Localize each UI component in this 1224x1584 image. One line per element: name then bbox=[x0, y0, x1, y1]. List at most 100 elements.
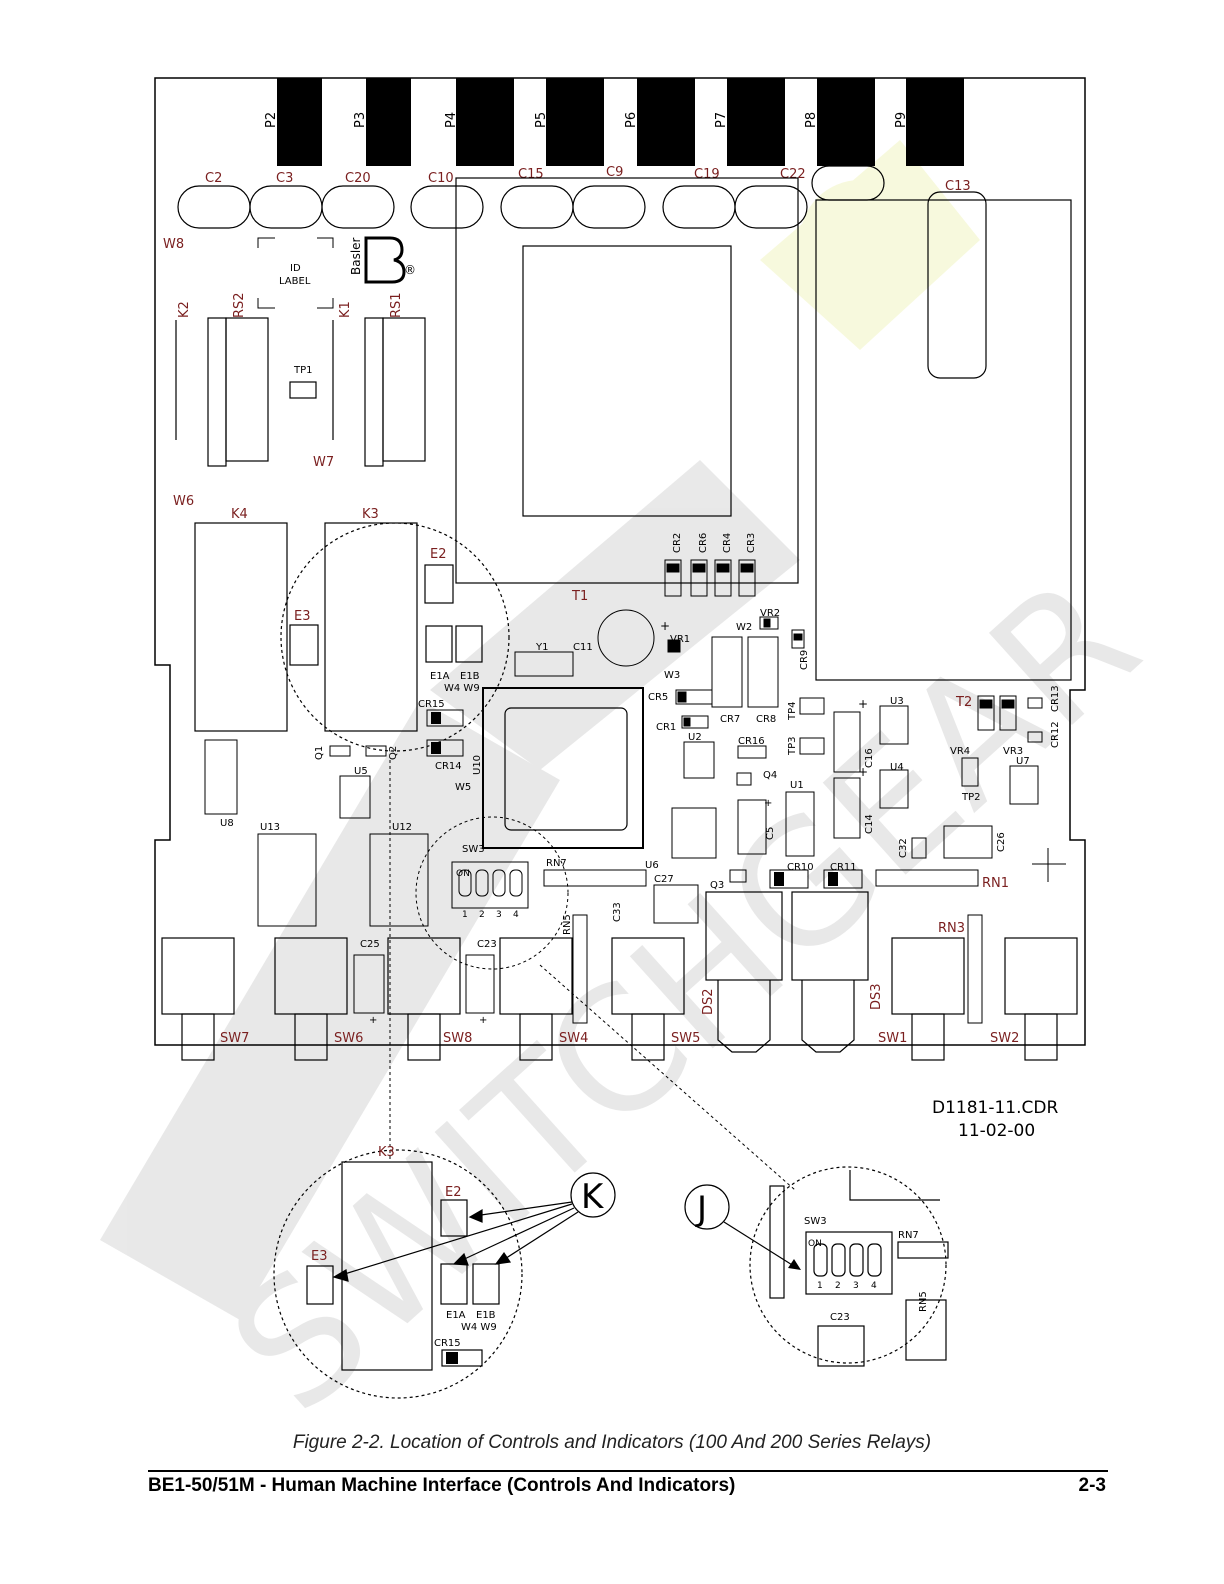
zoom-diode-cr15 bbox=[441, 1349, 483, 1367]
connector-label-p6: P6 bbox=[624, 112, 639, 128]
connector-label-p7: P7 bbox=[714, 112, 729, 128]
zoom-label-e2: E2 bbox=[445, 1185, 462, 1200]
drawing-id: D1181-11.CDR bbox=[932, 1098, 1058, 1118]
diode-cr11 bbox=[823, 869, 863, 889]
resistor-network-rn7 bbox=[543, 869, 647, 887]
zoom-resistor-rn5 bbox=[905, 1299, 947, 1361]
zoom-diode-cr15-band bbox=[446, 1352, 458, 1364]
label-u8: U8 bbox=[220, 818, 234, 829]
ic-u12 bbox=[369, 833, 429, 927]
basler-logo-text: Basler bbox=[349, 237, 363, 275]
test-point-tp3 bbox=[799, 737, 825, 755]
label-c5: C5 bbox=[765, 827, 776, 840]
crystal-y1 bbox=[514, 651, 574, 677]
label-u12: U12 bbox=[392, 822, 412, 833]
label-c11-plus: + bbox=[660, 619, 670, 633]
transistor-q2 bbox=[365, 745, 387, 757]
label-w8: W8 bbox=[163, 237, 184, 252]
label-c23: C23 bbox=[477, 939, 497, 950]
label-u4: U4 bbox=[890, 762, 904, 773]
label-cr1: CR1 bbox=[656, 722, 676, 733]
label-w5: W5 bbox=[455, 782, 471, 793]
zoom-dip-switch-sw3 bbox=[805, 1231, 893, 1295]
label-e1b: E1B bbox=[460, 671, 480, 682]
transistor-q4 bbox=[736, 772, 752, 786]
zoom-label-e1a: E1A bbox=[446, 1310, 466, 1321]
jumper-e1b bbox=[455, 625, 483, 663]
label-k3: K3 bbox=[362, 507, 379, 522]
led-ds2-lens bbox=[717, 980, 771, 1053]
cap-label-c9: C9 bbox=[606, 165, 623, 180]
label-u2: U2 bbox=[688, 732, 702, 743]
diodes-left bbox=[426, 709, 464, 757]
label-vr4: VR4 bbox=[950, 746, 970, 757]
pcb-outline bbox=[154, 77, 1086, 1046]
footer-page-number: 2-3 bbox=[1078, 1475, 1106, 1496]
zoom-jumper-e3 bbox=[306, 1265, 334, 1305]
pushbutton-row bbox=[161, 937, 1078, 1061]
transistor-q1 bbox=[329, 745, 351, 757]
connector-label-p2: P2 bbox=[264, 112, 279, 128]
label-u3: U3 bbox=[890, 696, 904, 707]
callout-k-arrows bbox=[332, 1172, 616, 1282]
capacitor-c14 bbox=[833, 777, 861, 839]
capacitor-c23 bbox=[465, 954, 495, 1014]
zoom-resistor-rn7 bbox=[897, 1241, 949, 1259]
zoom-detail-k3-circle bbox=[273, 1149, 523, 1399]
capacitor-c32 bbox=[911, 837, 927, 859]
label-c16: C16 bbox=[864, 748, 875, 768]
label-tp2: TP2 bbox=[961, 792, 981, 803]
zoom-detail-sw3-circle bbox=[749, 1166, 947, 1364]
label-c11: C11 bbox=[573, 642, 593, 653]
id-label-line2: LABEL bbox=[279, 276, 311, 287]
capacitor-c27 bbox=[653, 884, 699, 924]
resistor-network-rn5 bbox=[572, 914, 588, 1024]
label-cr16: CR16 bbox=[738, 736, 765, 747]
label-c16-plus: + bbox=[858, 697, 868, 711]
zoom-label-cr15: CR15 bbox=[434, 1338, 461, 1349]
label-vr2: VR2 bbox=[760, 608, 780, 619]
label-sw4: SW4 bbox=[559, 1031, 588, 1046]
label-cr9: CR9 bbox=[799, 650, 810, 670]
label-w2: W2 bbox=[736, 622, 752, 633]
ic-u1 bbox=[785, 791, 815, 857]
footer-rule bbox=[148, 1470, 1108, 1472]
zoom-ic-u10-corner bbox=[849, 1170, 940, 1201]
label-sw7: SW7 bbox=[220, 1031, 249, 1046]
label-e2: E2 bbox=[430, 547, 447, 562]
transformer-t2-outline bbox=[815, 199, 1072, 681]
label-w3: W3 bbox=[664, 670, 680, 681]
diode-cr10-band bbox=[774, 872, 784, 886]
label-sw3: SW3 bbox=[462, 844, 485, 855]
label-c25-plus: + bbox=[369, 1015, 377, 1026]
capacitor-c5 bbox=[737, 799, 767, 855]
label-q1: Q1 bbox=[314, 746, 325, 760]
top-capacitor-labels: C2 C3 C20 C10 C15 C9 C19 C22 C13 bbox=[205, 165, 971, 194]
top-capacitors bbox=[177, 165, 885, 229]
watermark-logo: SWITCHGEAR bbox=[100, 140, 1175, 1450]
ic-u5 bbox=[339, 775, 371, 819]
connector-label-p5: P5 bbox=[534, 112, 549, 128]
led-ds2-housing bbox=[705, 891, 783, 981]
test-point-tp2 bbox=[961, 757, 979, 787]
label-c14-plus: + bbox=[858, 765, 868, 779]
label-cr12: CR12 bbox=[1050, 721, 1061, 748]
label-tp4: TP4 bbox=[787, 701, 798, 721]
label-cr14: CR14 bbox=[435, 761, 462, 772]
label-sw3-pos-2: 2 bbox=[479, 910, 485, 920]
label-k2: K2 bbox=[177, 301, 192, 318]
zoom-capacitor-c23 bbox=[817, 1325, 865, 1367]
label-u5: U5 bbox=[354, 766, 368, 777]
label-c33: C33 bbox=[612, 902, 623, 922]
label-rn3: RN3 bbox=[938, 921, 965, 936]
id-label-line1: ID bbox=[290, 263, 301, 274]
footer-document-title: BE1-50/51M - Human Machine Interface (Co… bbox=[148, 1475, 736, 1496]
label-k1: K1 bbox=[338, 301, 353, 318]
zoom-label-sw3: SW3 bbox=[804, 1216, 827, 1227]
label-c23-plus: + bbox=[479, 1015, 487, 1026]
relay-rs2-body bbox=[225, 317, 269, 462]
label-c27: C27 bbox=[654, 874, 674, 885]
label-sw3-pos-1: 1 bbox=[462, 910, 468, 920]
diode-cr10 bbox=[769, 869, 809, 889]
connector-label-p8: P8 bbox=[804, 112, 819, 128]
